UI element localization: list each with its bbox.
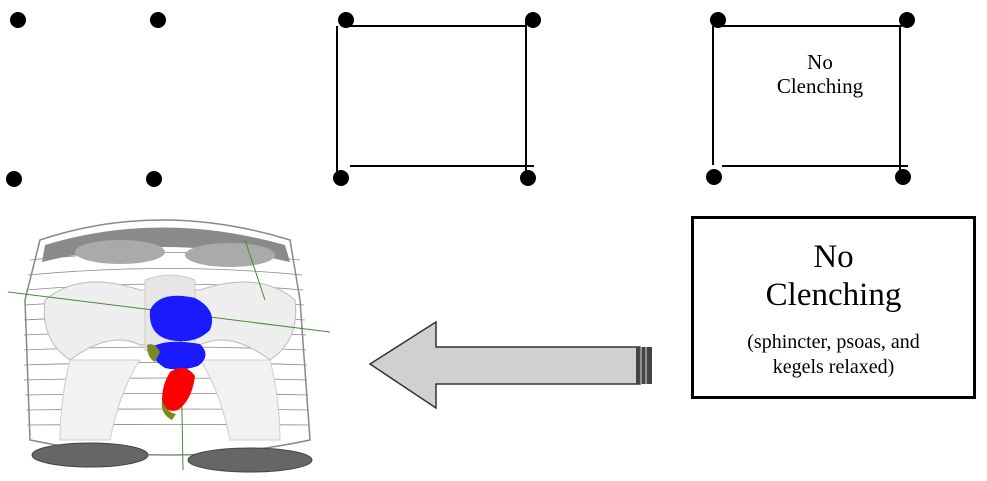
- small-no-clenching-label: No Clenching: [760, 50, 880, 98]
- panel-square-outline: [333, 12, 541, 186]
- left-arrow-icon: [370, 322, 652, 408]
- callout-subtitle-line1: (sphincter, psoas, and: [694, 330, 973, 355]
- corner-dot: [150, 12, 166, 28]
- callout-title-line1: No: [694, 239, 973, 277]
- callout-subtitle: (sphincter, psoas, and kegels relaxed): [694, 330, 973, 380]
- corner-dot: [520, 170, 536, 186]
- corner-dot: [899, 12, 915, 28]
- corner-dot: [6, 171, 22, 187]
- small-label-line1: No: [760, 50, 880, 74]
- corner-dot: [333, 170, 349, 186]
- corner-dot: [706, 169, 722, 185]
- corner-dot: [146, 171, 162, 187]
- panel-dots-only: [6, 12, 166, 187]
- corner-dot: [10, 12, 26, 28]
- small-label-line2: Clenching: [760, 74, 880, 98]
- callout-title: No Clenching: [694, 239, 973, 315]
- corner-dot: [895, 169, 911, 185]
- corner-dot: [338, 12, 354, 28]
- corner-dot: [525, 12, 541, 28]
- callout-title-line2: Clenching: [694, 277, 973, 315]
- panel-square-labeled: [706, 12, 915, 185]
- no-clenching-callout-box: No Clenching (sphincter, psoas, and kege…: [691, 216, 976, 399]
- callout-subtitle-line2: kegels relaxed): [694, 355, 973, 380]
- corner-dot: [710, 12, 726, 28]
- pelvis-3d-model-icon: [8, 220, 330, 472]
